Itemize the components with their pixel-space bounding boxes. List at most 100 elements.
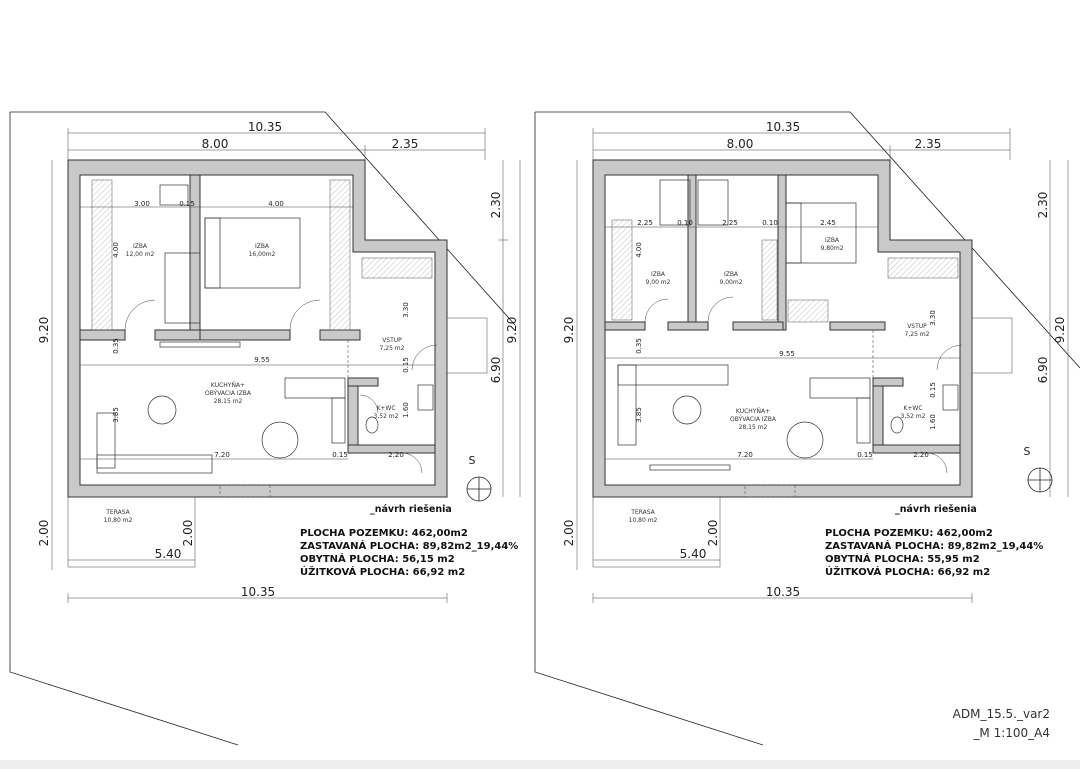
wc-name: K+WC [376, 405, 395, 412]
desk-1 [159, 184, 189, 206]
north2-label: S [1024, 445, 1031, 458]
north-label: S [469, 454, 476, 467]
terasa-name: TERASA [105, 509, 130, 516]
toilet [365, 416, 379, 434]
kitchen-name-2: OBÝVACIA IZBA [205, 390, 252, 397]
dim-r2: 4.00 [268, 200, 284, 208]
wall-int-2-5 [732, 321, 784, 331]
dining-table [261, 421, 299, 459]
porch-steps [446, 317, 488, 374]
dim-left-terasa: 2.00 [37, 520, 51, 547]
coffee-table-2 [672, 395, 702, 425]
bed-2-head [204, 217, 221, 289]
dim2-v5: 0.35 [635, 338, 643, 354]
site-boundary-2 [535, 111, 1080, 369]
wardrobe-2-1 [611, 219, 633, 321]
bed-2-2 [697, 179, 729, 226]
site-boundary-left [9, 112, 239, 746]
tv-unit [159, 341, 241, 348]
entrance-steps-2 [744, 484, 796, 498]
dim-left-total-2: 9.20 [562, 317, 576, 344]
dim-v6: 3.85 [112, 407, 120, 423]
porch-steps-2 [971, 317, 1013, 374]
right-dimensions: 2.30 6.90 9.20 [489, 160, 521, 497]
bed-2-3-head [785, 202, 802, 264]
room2-3-name: IZBA [825, 237, 840, 244]
bottom-bar [0, 760, 1080, 769]
dim2-v1: 4.00 [635, 242, 643, 258]
door-4 [401, 452, 423, 474]
entrance-steps [219, 484, 271, 498]
dim2-k3: 2.20 [913, 451, 929, 459]
drawing-scale: _M 1:100_A4 [972, 726, 1050, 740]
dim-top-b-2: 2.35 [915, 137, 942, 151]
dim-top-a-2: 8.00 [727, 137, 754, 151]
dim-v5: 0.35 [112, 338, 120, 354]
room2-1-area: 9,00 m2 [646, 279, 671, 286]
sofa-side [96, 412, 116, 469]
dim-left-terasa-2: 2.00 [562, 520, 576, 547]
wall-int-2-6 [829, 321, 886, 331]
wardrobe-2-2 [761, 239, 778, 321]
wall-int-6 [347, 377, 359, 454]
room-1-name: IZBA [133, 243, 148, 250]
dim-right-a-2: 2.30 [1036, 192, 1050, 219]
stat2-zastavana: ZASTAVANÁ PLOCHA: 89,82m2_19,44% [825, 539, 1043, 552]
wall-int-2-3 [604, 321, 646, 331]
north-arrow-icon [466, 476, 492, 502]
wall-int-2-7 [872, 377, 884, 454]
dim2-terasa-w: 5.40 [680, 547, 707, 561]
kitchen2-name: KUCHYŇA+ [736, 408, 770, 415]
dim-bottom-total: 10.35 [241, 585, 275, 599]
stat-obytna: OBYTNÁ PLOCHA: 56,15 m2 [300, 552, 455, 565]
bed-1 [164, 252, 201, 324]
room2-2-name: IZBA [724, 271, 739, 278]
dim2-r2: 2.25 [722, 219, 738, 227]
stat-zastavana: ZASTAVANÁ PLOCHA: 89,82m2_19,44% [300, 539, 518, 552]
wall-int-2-2 [777, 174, 787, 331]
dim2-terasa-h2: 2.00 [706, 520, 720, 547]
dim-right-a: 2.30 [489, 192, 503, 219]
stat2-plocha-pozemku: PLOCHA POZEMKU: 462,00m2 [825, 528, 993, 539]
stat-plocha-pozemku: PLOCHA POZEMKU: 462,00m2 [300, 528, 468, 539]
dim2-k2: 0.15 [857, 451, 873, 459]
top-dimensions: 10.35 8.00 2.35 [67, 120, 486, 160]
wardrobe-3 [361, 257, 433, 279]
wall-int-7 [347, 377, 379, 387]
dim2-r3: 2.45 [820, 219, 836, 227]
stat2-obytna: OBYTNÁ PLOCHA: 55,95 m2 [825, 552, 980, 565]
door-2-2 [707, 296, 734, 323]
wardrobe-1 [91, 179, 113, 331]
bed-2-3 [785, 202, 857, 264]
site-boundary [10, 111, 516, 326]
sofa [96, 454, 213, 474]
dim2-r1b: 0.10 [677, 219, 693, 227]
kitchen2-area: 28,15 m2 [739, 424, 768, 431]
terasa-area: 10,80 m2 [104, 517, 133, 524]
kitchen-counter [284, 377, 346, 399]
door-2-1 [644, 298, 669, 323]
interior-dimensions-2: 2.25 0.10 2.25 0.10 2.45 9.55 7.20 0.15 … [605, 219, 960, 460]
wall-int-2-4 [667, 321, 709, 331]
dim-top-total: 10.35 [248, 120, 282, 134]
room2-3-area: 9,80m2 [820, 245, 843, 252]
left-dimensions-2: 9.20 2.00 [562, 160, 578, 570]
stat-uzitkova: ÚŽITKOVÁ PLOCHA: 66,92 m2 [300, 565, 465, 578]
dim-k3: 2.20 [388, 451, 404, 459]
dim-v2: 3.30 [402, 302, 410, 318]
door-2 [289, 299, 321, 331]
dim-v1: 4.00 [112, 242, 120, 258]
dim2-bottom-total: 10.35 [766, 585, 800, 599]
dim2-r1: 2.25 [637, 219, 653, 227]
toilet-2 [890, 416, 904, 434]
wall-int-3 [154, 329, 201, 341]
plan2-label: _návrh riešenia [895, 504, 977, 515]
terasa-2 [592, 496, 721, 568]
dim2-v4: 0.15 [929, 382, 937, 398]
site-boundary-left-2 [534, 112, 764, 746]
dim-v3: 1.60 [402, 402, 410, 418]
wall-int-5 [319, 329, 361, 341]
room-2-area: 16,00m2 [249, 251, 276, 258]
right-dimensions-2: 2.30 6.90 9.20 [1036, 160, 1069, 497]
